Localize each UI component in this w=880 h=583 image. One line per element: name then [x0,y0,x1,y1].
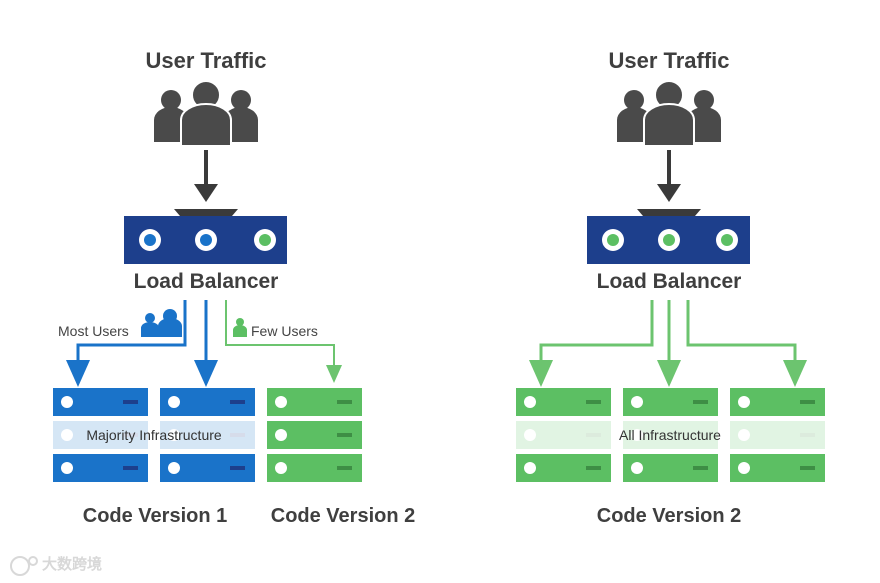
left-load-balancer-label: Load Balancer [133,270,279,293]
code-version-1-label: Code Version 1 [82,505,228,527]
right-users-icon [617,80,721,147]
right-route-arrows [529,300,807,387]
right-user-traffic-title: User Traffic [608,48,730,73]
few-users-label: Few Users [251,323,318,339]
most-users-label: Most Users [58,323,129,339]
all-infrastructure-label: All Infrastructure [619,427,721,443]
right-traffic-arrow [657,150,681,202]
right-load-balancer [587,209,750,264]
code-version-2-left-label: Code Version 2 [270,505,416,527]
left-load-balancer [124,209,287,264]
left-users-icon [154,80,258,147]
left-user-traffic-title: User Traffic [145,48,267,73]
few-users-icon [233,318,247,337]
code-version-2-right-label: Code Version 2 [596,505,742,527]
left-traffic-arrow [194,150,218,202]
majority-overlay-band [45,420,263,450]
watermark-logo-icon [10,556,38,576]
majority-infrastructure-label: Majority Infrastructure [86,427,222,443]
green-server-left [267,388,362,482]
most-users-icon [141,309,182,337]
watermark-text: 大数跨境 [42,556,103,573]
all-overlay-band [508,420,833,450]
right-load-balancer-label: Load Balancer [596,270,742,293]
left-route-arrows [66,300,342,387]
